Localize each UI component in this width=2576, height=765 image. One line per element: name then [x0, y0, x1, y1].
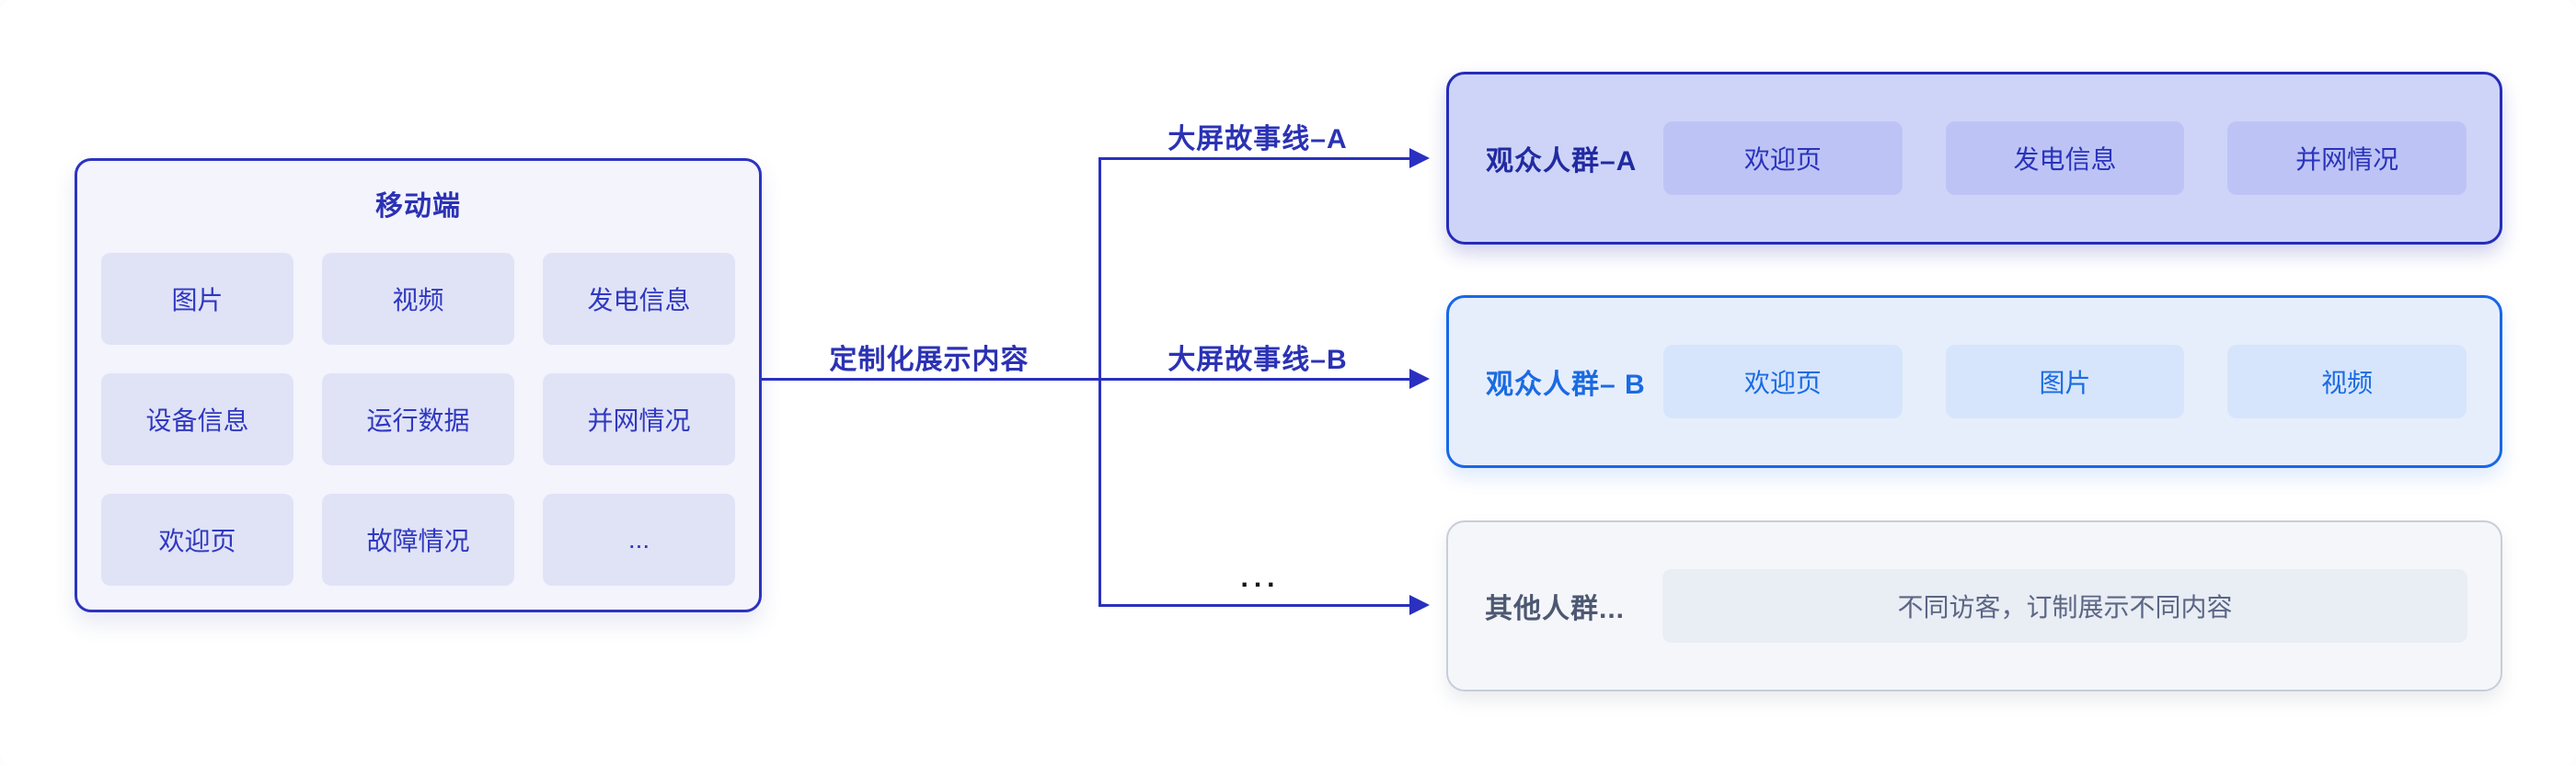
audience-group-b-name: 观众人群– B [1486, 370, 1646, 400]
flow-label-storyline-more: ... [1240, 563, 1281, 593]
mobile-panel-title: 移动端 [375, 191, 461, 222]
content-cell-run-data: 运行数据 [322, 373, 514, 465]
connector-main-line [760, 378, 1409, 381]
content-cell-grid-status: 并网情况 [543, 373, 735, 465]
audience-group-a-chips: 欢迎页 发电信息 并网情况 [1663, 121, 2467, 195]
mobile-content-grid: 图片 视频 发电信息 设备信息 运行数据 并网情况 欢迎页 故障情况 ... [101, 253, 735, 586]
arrowhead-branch-other [1409, 595, 1430, 615]
content-cell-welcome: 欢迎页 [101, 494, 293, 586]
audience-group-others-chips: 不同访客，订制展示不同内容 [1662, 569, 2467, 643]
arrowhead-branch-a [1409, 148, 1430, 168]
flow-label-customized-content: 定制化展示内容 [829, 345, 1029, 375]
connector-branch-stem [1098, 157, 1101, 607]
connector-branch-a [1098, 157, 1409, 160]
mobile-panel: 移动端 图片 视频 发电信息 设备信息 运行数据 并网情况 欢迎页 故障情况 .… [75, 158, 762, 612]
content-cell-faults: 故障情况 [322, 494, 514, 586]
audience-group-b: 观众人群– B 欢迎页 图片 视频 [1446, 295, 2502, 468]
audience-group-b-chips: 欢迎页 图片 视频 [1663, 345, 2467, 418]
chip-generation: 发电信息 [1945, 121, 2185, 195]
chip-welcome: 欢迎页 [1663, 121, 1903, 195]
chip-videos: 视频 [2227, 345, 2467, 418]
content-cell-more: ... [543, 494, 735, 586]
connector-branch-other [1098, 604, 1409, 607]
content-cell-videos: 视频 [322, 253, 514, 345]
audience-group-others: 其他人群... 不同访客，订制展示不同内容 [1446, 520, 2502, 691]
chip-images: 图片 [1945, 345, 2185, 418]
arrowhead-branch-b [1409, 369, 1430, 389]
audience-group-a-name: 观众人群–A [1486, 146, 1638, 177]
audience-group-others-name: 其他人群... [1485, 594, 1626, 624]
content-cell-device-info: 设备信息 [101, 373, 293, 465]
chip-grid-status: 并网情况 [2227, 121, 2467, 195]
audience-group-a: 观众人群–A 欢迎页 发电信息 并网情况 [1446, 72, 2502, 245]
content-cell-generation: 发电信息 [543, 253, 735, 345]
flow-label-storyline-a: 大屏故事线–A [1167, 124, 1348, 154]
flow-label-storyline-b: 大屏故事线–B [1167, 345, 1348, 375]
content-cell-images: 图片 [101, 253, 293, 345]
chip-custom-content-note: 不同访客，订制展示不同内容 [1662, 569, 2467, 643]
chip-welcome: 欢迎页 [1663, 345, 1903, 418]
